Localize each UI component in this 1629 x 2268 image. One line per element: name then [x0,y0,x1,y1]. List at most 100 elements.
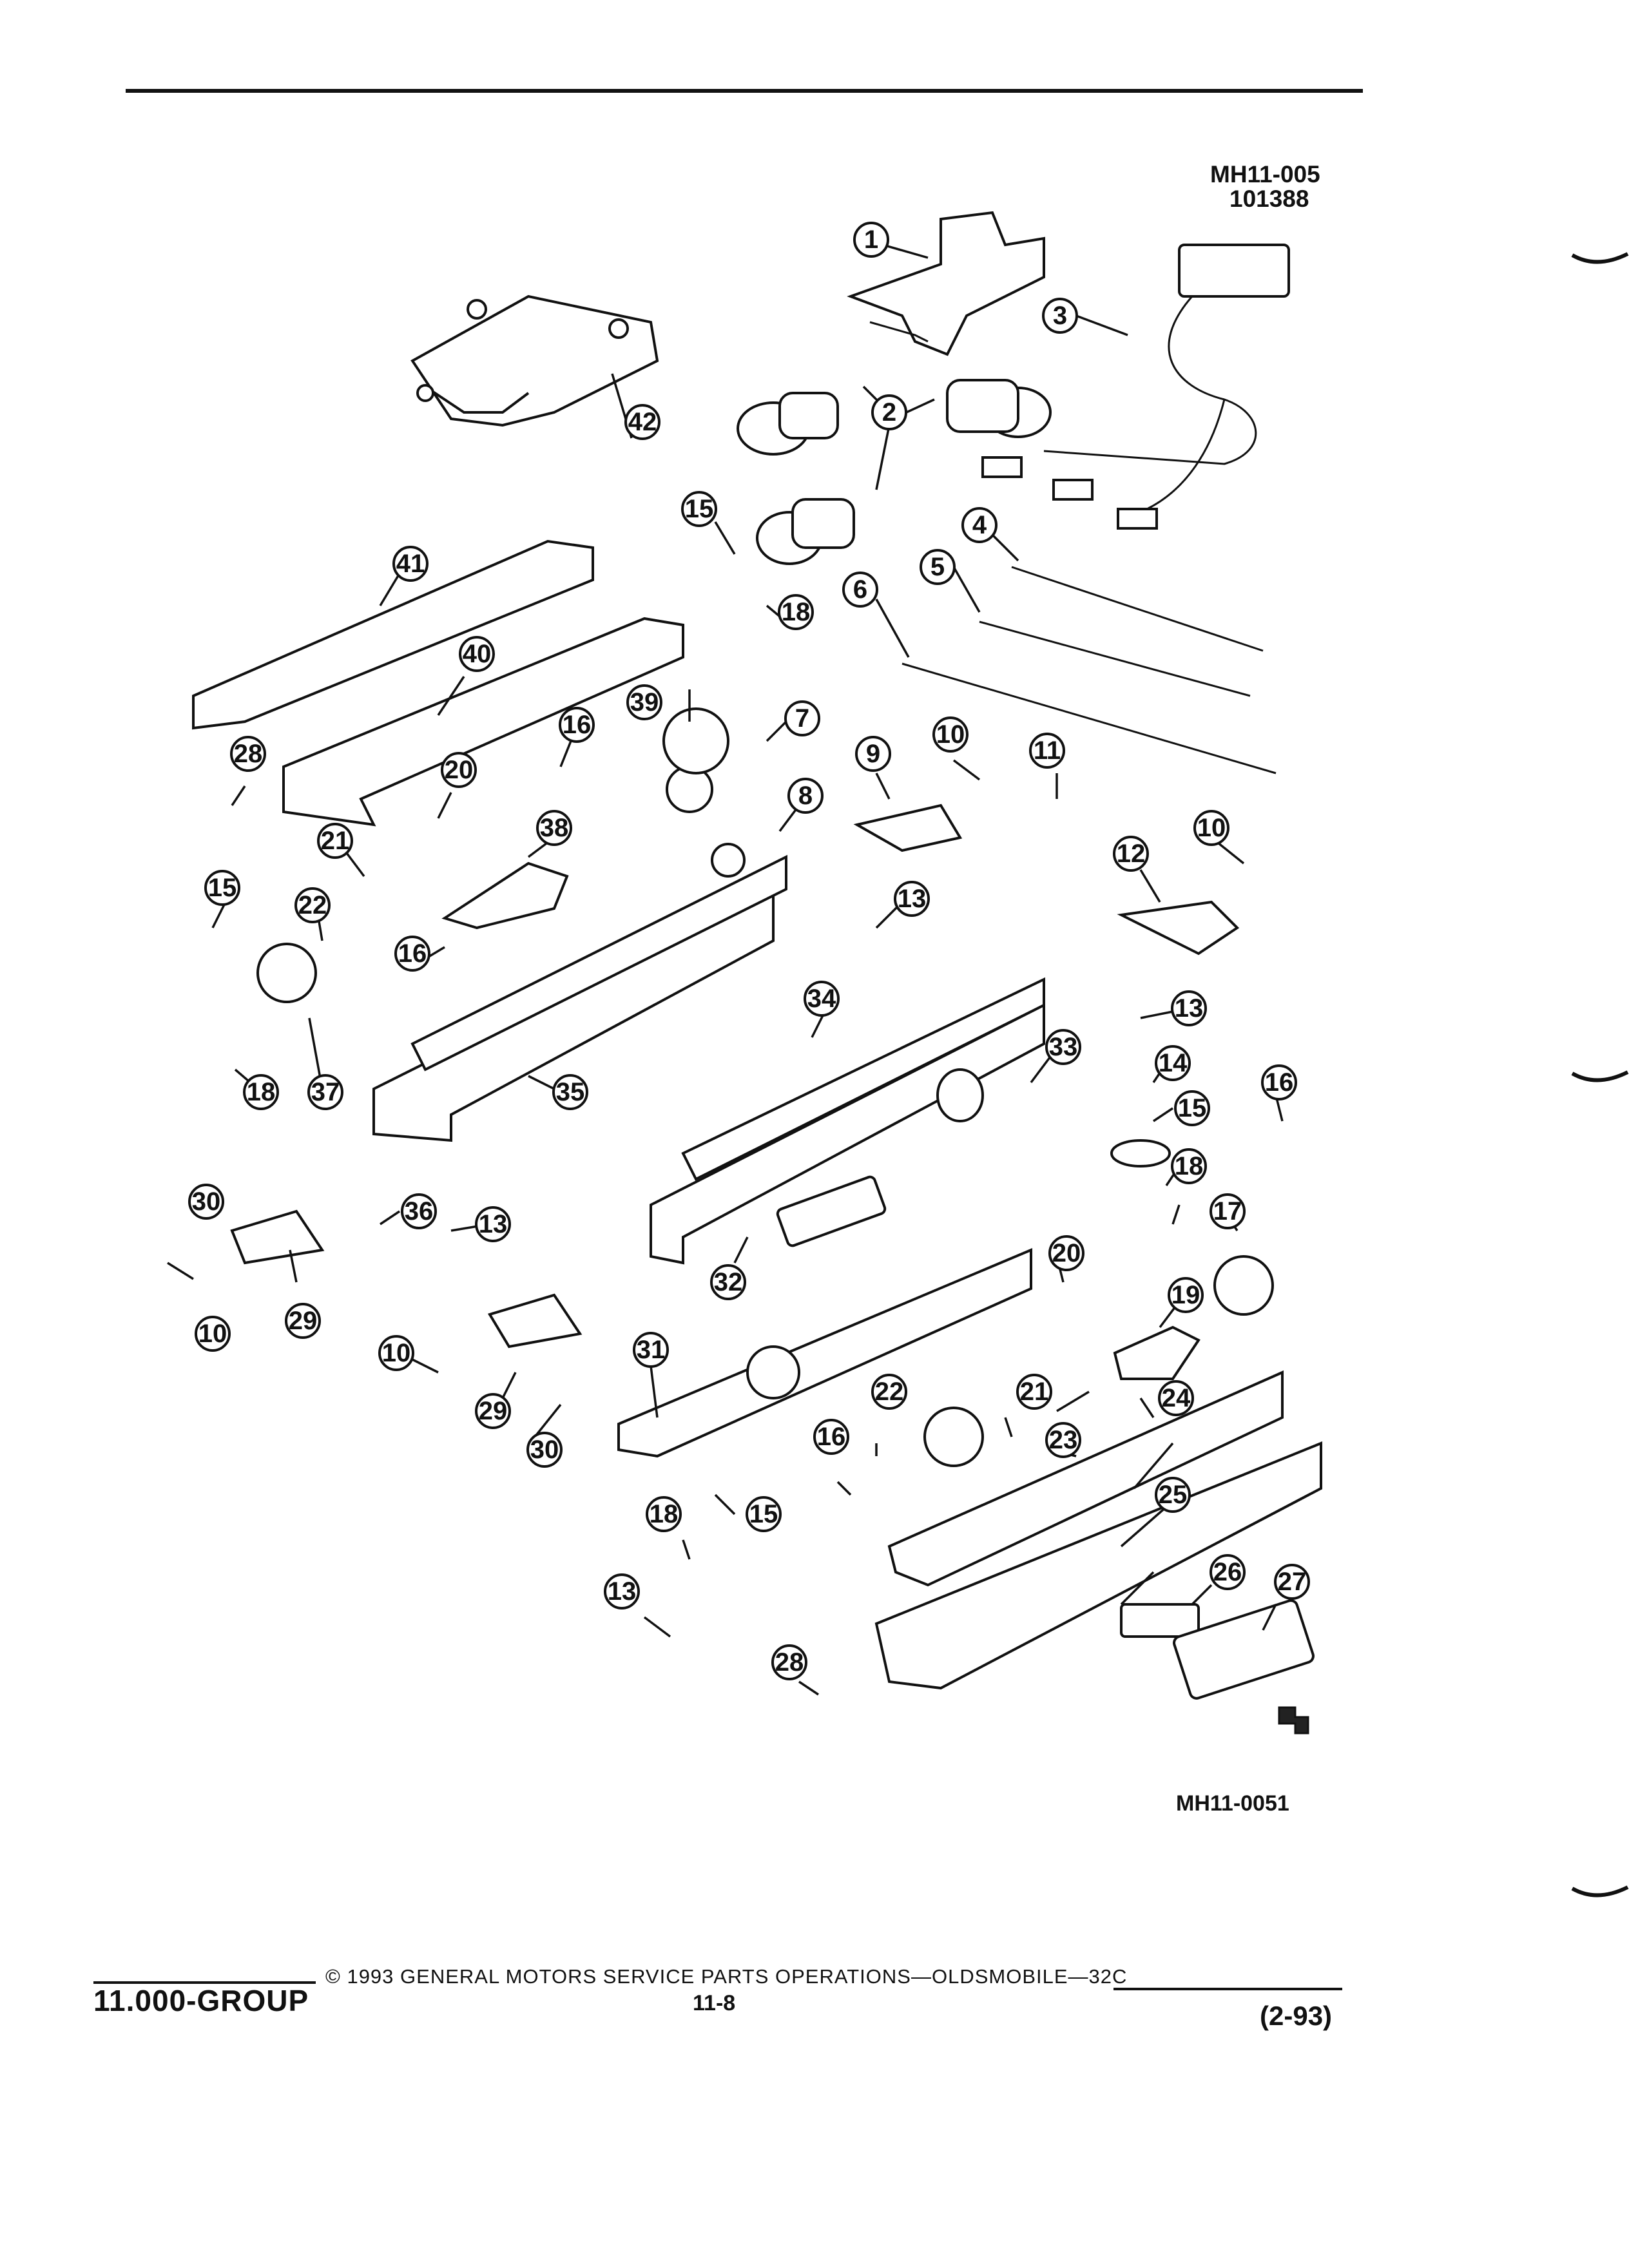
callout-10d: 10 [378,1335,414,1371]
svg-text:29: 29 [289,1307,318,1335]
callout-17: 17 [1210,1193,1246,1229]
callout-36: 36 [401,1193,437,1229]
svg-text:20: 20 [445,756,474,784]
svg-text:30: 30 [192,1187,221,1216]
svg-text:21: 21 [1020,1378,1049,1406]
svg-text:16: 16 [817,1423,846,1451]
svg-text:33: 33 [1049,1033,1078,1061]
svg-text:18: 18 [247,1078,276,1106]
svg-text:16: 16 [1265,1068,1294,1097]
svg-text:23: 23 [1049,1426,1078,1454]
callout-15b: 15 [1174,1090,1210,1126]
svg-text:22: 22 [875,1378,904,1406]
svg-text:8: 8 [798,782,813,810]
parts-4-5-6-cables [901,566,1277,774]
svg-text:40: 40 [463,640,492,668]
svg-text:28: 28 [775,1648,804,1677]
svg-text:34: 34 [807,985,836,1013]
part-26-switch [1120,1603,1200,1638]
svg-text:10: 10 [936,720,965,749]
part-42-adjuster-frame [410,294,659,427]
callout-15: 15 [681,491,717,527]
callout-22: 22 [294,887,331,923]
figure-code-bottom: MH11-0051 [1176,1791,1289,1816]
callout-21: 21 [317,823,353,859]
callout-10c: 10 [195,1316,231,1352]
svg-text:21: 21 [321,827,350,855]
callout-11: 11 [1029,733,1065,769]
part-27-bezel [1173,1599,1315,1700]
callout-25: 25 [1155,1477,1191,1513]
svg-text:7: 7 [795,704,809,733]
svg-text:26: 26 [1213,1558,1242,1586]
callout-35: 35 [552,1074,588,1110]
callout-23: 23 [1045,1422,1081,1458]
callout-12: 12 [1113,836,1149,872]
svg-text:18: 18 [1175,1152,1204,1180]
svg-text:10: 10 [1197,814,1226,842]
figure-date: 101388 [1229,186,1309,212]
svg-text:16: 16 [398,939,427,968]
footer-rule-left [93,1981,316,1984]
callout-19: 19 [1168,1277,1204,1313]
callout-31: 31 [633,1332,669,1368]
callout-30b: 30 [526,1432,563,1468]
callout-28b: 28 [771,1644,807,1680]
figure-code: MH11-005 [1210,161,1320,187]
svg-text:22: 22 [298,891,327,919]
svg-text:3: 3 [1053,302,1067,330]
callout-16b: 16 [394,936,430,972]
svg-text:17: 17 [1213,1197,1242,1225]
callout-2: 2 [871,394,907,430]
svg-text:2: 2 [882,398,896,427]
callout-27: 27 [1274,1564,1310,1600]
binder-mark-icon [1571,1885,1629,1898]
svg-text:31: 31 [637,1336,666,1364]
callout-28: 28 [230,736,266,772]
part-34-track [650,977,1045,1265]
callout-15d: 15 [746,1496,782,1532]
footer-revision: (2-93) [1260,2001,1333,2031]
svg-text:9: 9 [866,740,880,768]
svg-text:42: 42 [628,408,657,436]
callout-16c: 16 [1261,1064,1297,1100]
callout-29: 29 [285,1303,321,1339]
callout-5: 5 [920,549,956,585]
svg-text:13: 13 [1175,994,1204,1023]
svg-text:14: 14 [1159,1049,1188,1077]
binder-mark-icon [1571,252,1629,264]
torx-mark-icon [1278,1706,1309,1735]
svg-text:4: 4 [972,511,987,539]
svg-text:5: 5 [930,553,945,581]
callout-3: 3 [1042,298,1078,334]
svg-text:36: 36 [405,1197,434,1225]
callout-42: 42 [624,404,660,440]
callout-10: 10 [932,716,969,753]
callout-33: 33 [1045,1029,1081,1065]
svg-text:15: 15 [685,495,714,523]
svg-text:10: 10 [382,1339,411,1367]
callout-38: 38 [536,810,572,846]
part-41-rail [192,539,594,730]
callout-40: 40 [459,636,495,672]
footer-copyright: © 1993 GENERAL MOTORS SERVICE PARTS OPER… [325,1965,1128,1988]
svg-text:6: 6 [853,575,867,604]
callout-9: 9 [855,736,891,772]
callout-16d: 16 [813,1419,849,1455]
part-25-cover [874,1441,1322,1690]
footer-rule-right [1113,1988,1342,1990]
callout-22b: 22 [871,1374,907,1410]
callout-20b: 20 [1048,1235,1084,1271]
callout-39: 39 [626,684,662,720]
svg-text:15: 15 [208,874,237,902]
svg-text:10: 10 [198,1320,227,1348]
svg-text:13: 13 [898,885,927,913]
callout-34: 34 [804,981,840,1017]
callout-16: 16 [559,707,595,743]
callout-6: 6 [842,572,878,608]
svg-text:24: 24 [1162,1384,1191,1412]
svg-text:37: 37 [311,1078,340,1106]
svg-text:25: 25 [1159,1481,1188,1509]
part-24-cover [887,1370,1284,1587]
